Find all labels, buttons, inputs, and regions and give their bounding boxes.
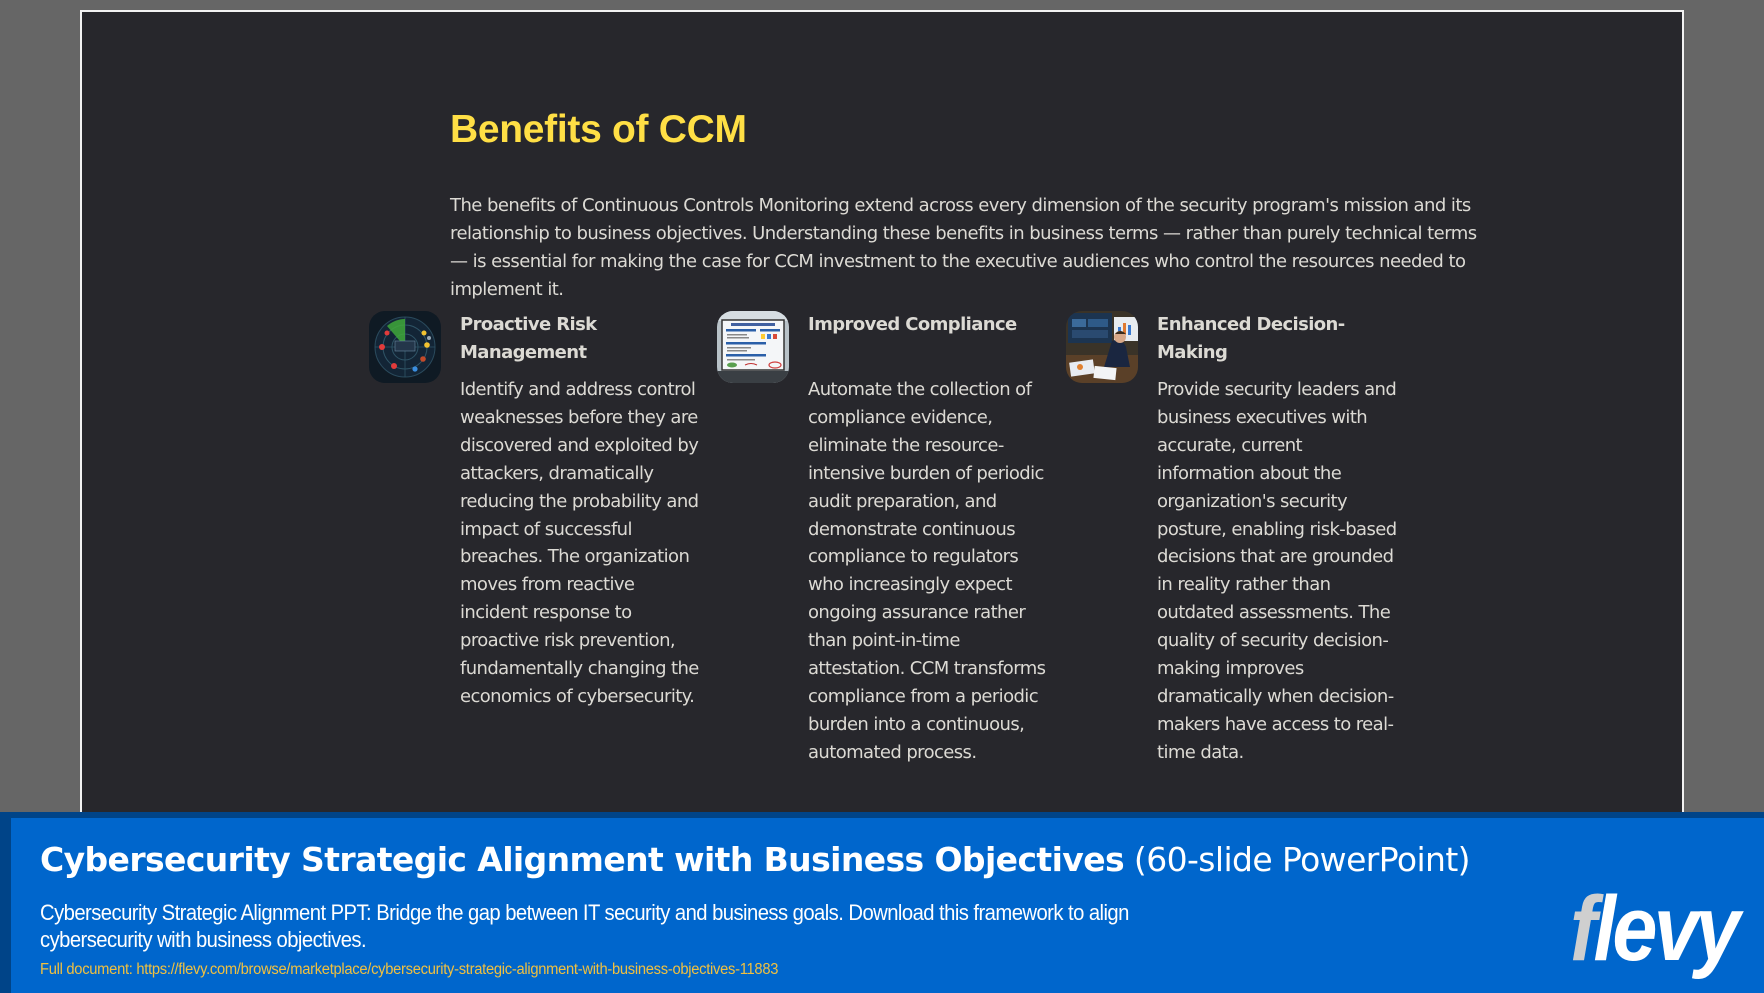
full-document-link[interactable]: Full document: https://flevy.com/browse/…	[40, 961, 779, 978]
banner-title: Cybersecurity Strategic Alignment with B…	[40, 840, 1471, 879]
benefit-heading: Enhanced Decision-Making	[1157, 314, 1345, 363]
benefit-body: Provide security leaders and business ex…	[1157, 379, 1397, 763]
benefit-body: Identify and address control weaknesses …	[460, 379, 699, 707]
intro-paragraph: The benefits of Continuous Controls Moni…	[450, 195, 1477, 300]
radar-icon	[369, 311, 441, 383]
flevy-logo[interactable]: flevy	[1570, 883, 1740, 975]
slide-title: Benefits of CCM	[450, 108, 747, 151]
promo-banner: Cybersecurity Strategic Alignment with B…	[0, 812, 1764, 993]
banner-title-slide-count: (60-slide PowerPoint)	[1133, 840, 1471, 879]
benefit-body: Automate the collection of compliance ev…	[808, 379, 1046, 763]
executive-dashboard-icon	[1066, 311, 1138, 383]
compliance-checklist-icon	[717, 311, 789, 383]
banner-title-main: Cybersecurity Strategic Alignment with B…	[40, 840, 1125, 879]
banner-description: Cybersecurity Strategic Alignment PPT: B…	[40, 900, 1129, 952]
flevy-logo-f: f	[1570, 878, 1597, 980]
benefit-heading: Proactive Risk Management	[460, 314, 597, 363]
flevy-logo-rest: levy	[1593, 878, 1740, 980]
benefit-heading: Improved Compliance	[808, 314, 1017, 335]
